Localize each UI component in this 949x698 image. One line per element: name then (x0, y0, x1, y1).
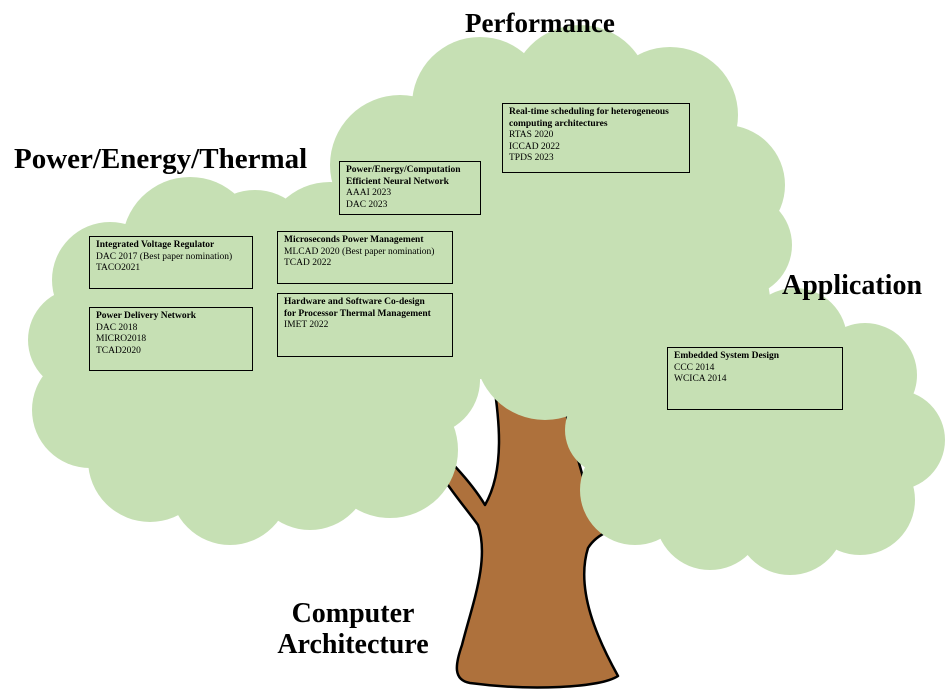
hw-sw-codesign-thermal-box: Hardware and Software Co-design for Proc… (277, 293, 453, 357)
box-title: Integrated Voltage Regulator (96, 240, 215, 250)
box-title: Microseconds Power Management (284, 235, 424, 245)
integrated-voltage-regulator-box: Integrated Voltage Regulator DAC 2017 (B… (89, 236, 253, 289)
publication-item: WCICA 2014 (674, 374, 727, 384)
publication-item: TCAD 2022 (284, 258, 332, 268)
embedded-system-design-box: Embedded System Design CCC 2014 WCICA 20… (667, 347, 843, 410)
box-title: Real-time scheduling for heterogeneous c… (509, 107, 669, 129)
publication-item: MICRO2018 (96, 334, 147, 344)
application-label: Application (782, 270, 923, 301)
publication-item: TACO2021 (96, 263, 141, 273)
publication-item: MLCAD 2020 (Best paper nomination) (284, 246, 435, 257)
foliage-lobe (645, 320, 865, 540)
box-title: Power/Energy/Computation Efficient Neura… (346, 165, 461, 187)
real-time-scheduling-box: Real-time scheduling for heterogeneous c… (502, 103, 690, 173)
box-title: Power Delivery Network (96, 311, 197, 321)
computer-architecture-label: Computer Architecture (277, 598, 429, 661)
box-title: Hardware and Software Co-design for Proc… (284, 297, 431, 319)
tree-foliage (28, 25, 945, 575)
publication-item: CCC 2014 (674, 362, 715, 373)
foliage-lobe (425, 85, 705, 365)
publication-item: DAC 2018 (96, 322, 138, 333)
box-title: Embedded System Design (674, 351, 780, 361)
microseconds-power-management-box: Microseconds Power Management MLCAD 2020… (277, 231, 453, 284)
power-energy-thermal-label: Power/Energy/Thermal (14, 143, 308, 175)
publication-item: DAC 2023 (346, 199, 388, 210)
publication-item: TPDS 2023 (509, 153, 554, 163)
publication-item: DAC 2017 (Best paper nomination) (96, 251, 233, 262)
efficient-neural-network-box: Power/Energy/Computation Efficient Neura… (339, 161, 481, 215)
publication-item: RTAS 2020 (509, 130, 554, 140)
foliage-lobe (50, 245, 450, 485)
power-delivery-network-box: Power Delivery Network DAC 2018 MICRO201… (89, 307, 253, 371)
publication-item: AAAI 2023 (346, 188, 392, 198)
performance-label: Performance (465, 8, 615, 38)
publication-item: ICCAD 2022 (509, 141, 560, 152)
publication-item: IMET 2022 (284, 320, 329, 330)
foliage-lobe (565, 385, 655, 475)
publication-item: TCAD2020 (96, 345, 141, 356)
